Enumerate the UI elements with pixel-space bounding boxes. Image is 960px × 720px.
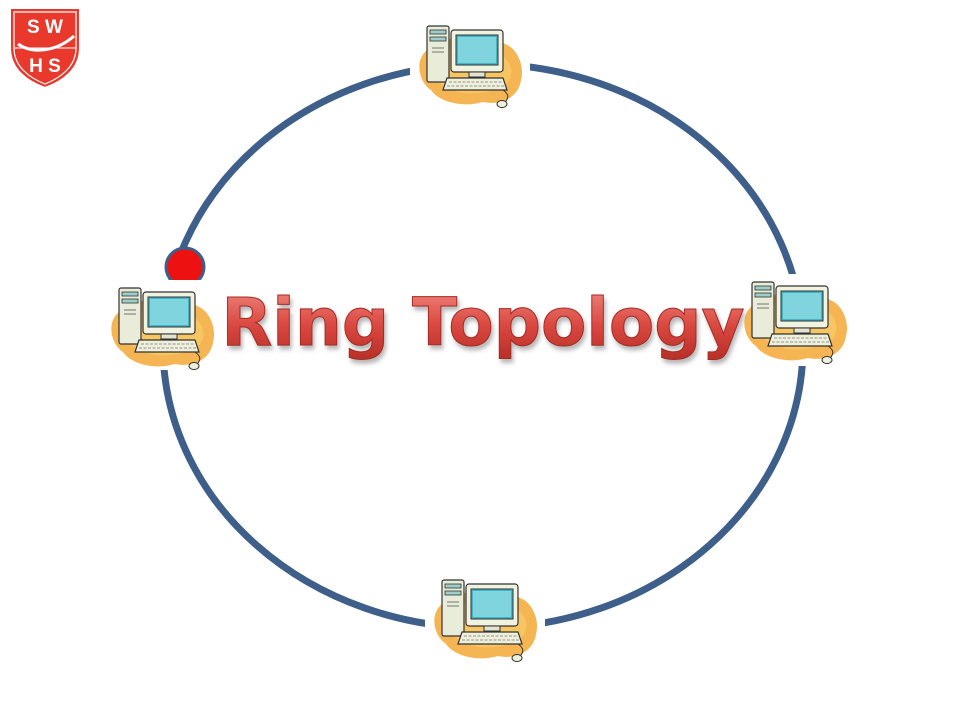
computer-node-right[interactable]: [735, 274, 855, 366]
logo-line-1: S W: [27, 17, 63, 38]
school-shield-logo: S W H S: [9, 7, 81, 90]
computer-node-top[interactable]: [410, 18, 530, 114]
diagram-title: Ring Topology: [221, 284, 744, 361]
computer-node-left[interactable]: [102, 280, 222, 371]
logo-line-2: H S: [29, 56, 61, 77]
banner-swoosh-icon: [17, 34, 75, 52]
computer-node-bottom[interactable]: [425, 574, 545, 664]
